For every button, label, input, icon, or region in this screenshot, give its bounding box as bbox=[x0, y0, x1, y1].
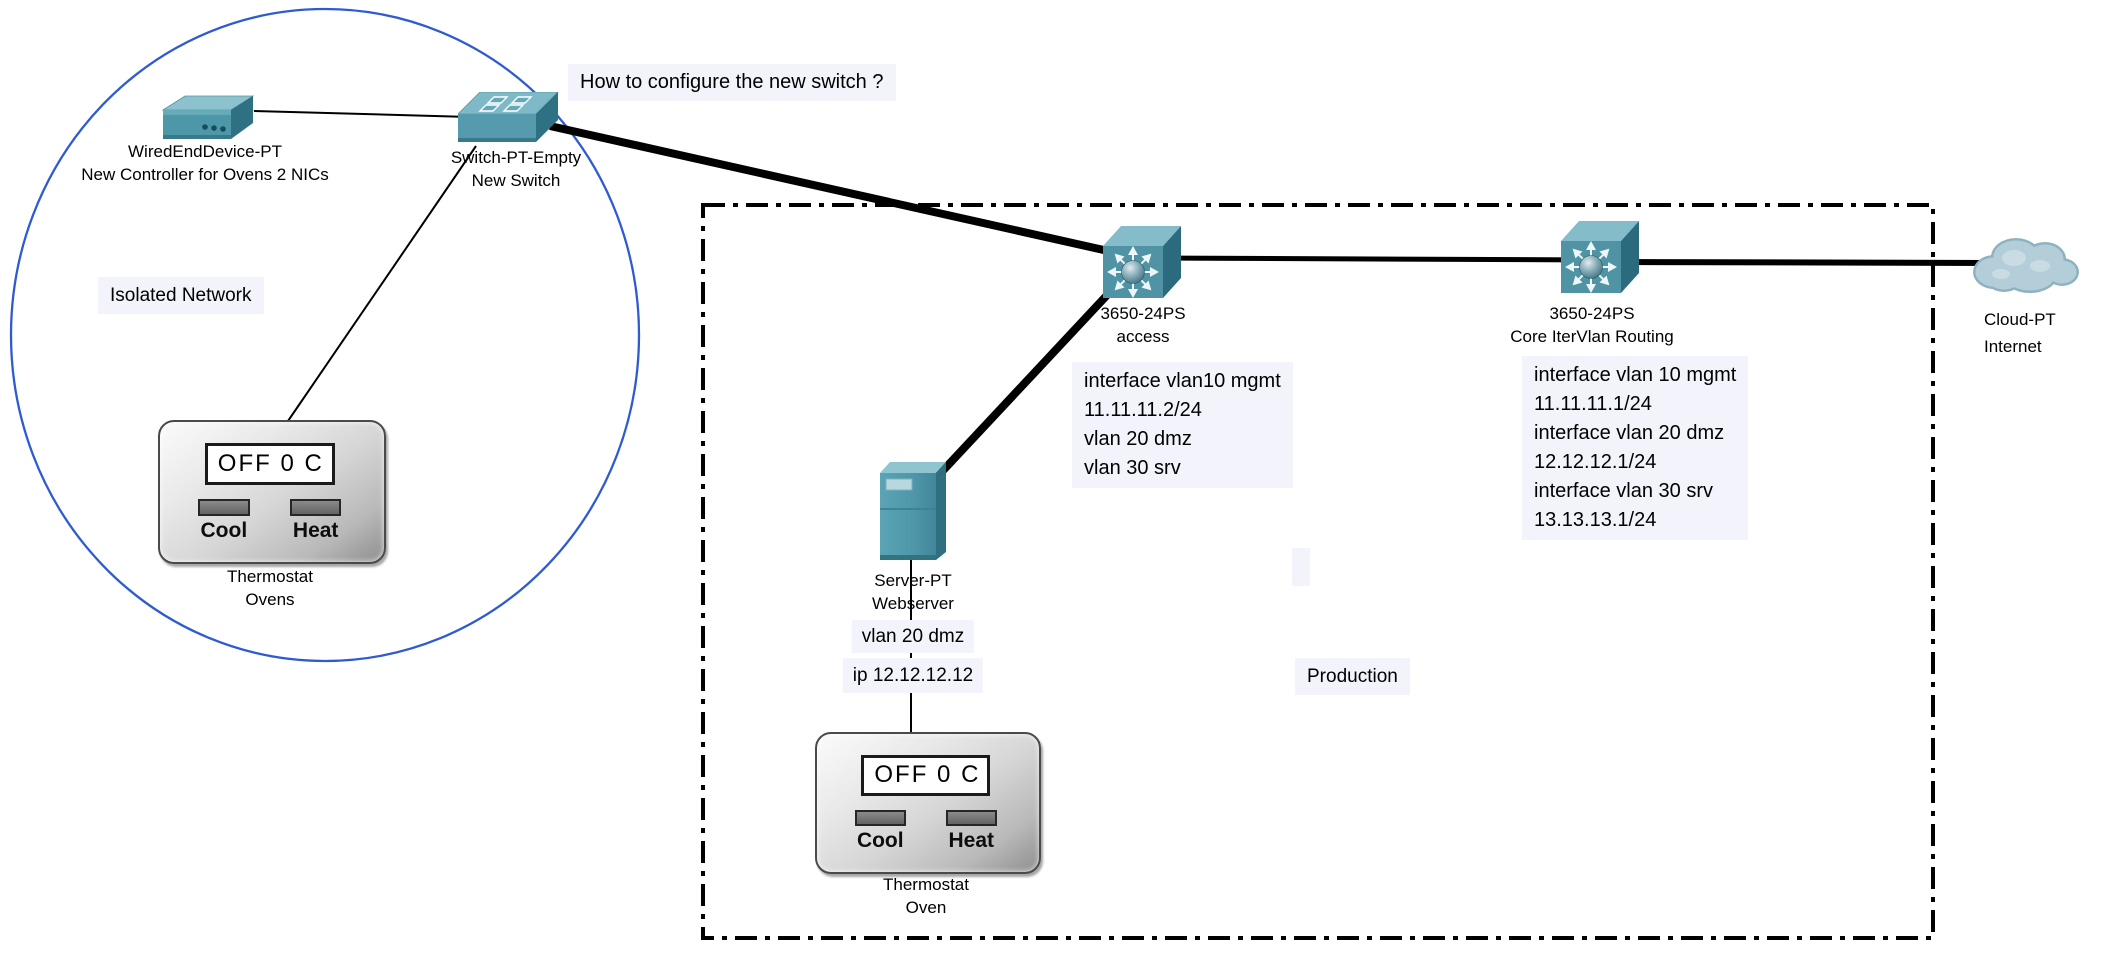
thermostat-oven-type: Thermostat bbox=[883, 875, 969, 894]
new-switch-model: Switch-PT-Empty bbox=[450, 148, 582, 167]
switch-pt-empty-icon[interactable] bbox=[458, 92, 560, 144]
thermostat-oven-label: Thermostat Oven bbox=[883, 873, 969, 919]
thermostat-oven-heat-button[interactable] bbox=[945, 809, 997, 827]
thermostat-ovens-label: Thermostat Ovens bbox=[227, 565, 313, 611]
core-switch-model: 3650-24PS bbox=[1549, 304, 1635, 323]
thermostat-ovens[interactable]: OFF 0 C Cool Heat bbox=[158, 420, 386, 564]
webserver-vlan-note: vlan 20 dmz bbox=[851, 620, 975, 653]
thermostat-ovens-name: Ovens bbox=[245, 590, 295, 609]
access-switch-icon[interactable] bbox=[1103, 226, 1181, 298]
cloud-model: Cloud-PT bbox=[1984, 310, 2056, 329]
thermostat-ovens-heat-button[interactable] bbox=[289, 499, 342, 516]
wired-end-device-icon[interactable] bbox=[155, 95, 255, 143]
webserver-ip-note: ip 12.12.12.12 bbox=[842, 658, 984, 693]
question-note: How to configure the new switch ? bbox=[568, 64, 896, 101]
cable-controller-to-new-switch[interactable] bbox=[253, 110, 471, 118]
cloud-name: Internet bbox=[1984, 337, 2042, 356]
cable-new-switch-to-access-switch[interactable] bbox=[549, 122, 1136, 261]
thermostat-oven-display: OFF 0 C bbox=[861, 754, 991, 797]
cable-access-to-core-switch[interactable] bbox=[1149, 255, 1601, 263]
cable-new-switch-to-thermostat-ovens[interactable] bbox=[287, 145, 477, 422]
webserver-model: Server-PT bbox=[874, 571, 952, 590]
new-switch-label: Switch-PT-Empty New Switch bbox=[451, 146, 581, 192]
core-switch-name: Core IterVlan Routing bbox=[1510, 327, 1674, 346]
access-switch-name: access bbox=[1116, 327, 1170, 346]
access-switch-label: 3650-24PS access bbox=[1100, 302, 1185, 348]
webserver-name: Webserver bbox=[872, 594, 954, 613]
controller-label: WiredEndDevice-PT New Controller for Ove… bbox=[81, 140, 329, 186]
core-switch-label: 3650-24PS Core IterVlan Routing bbox=[1510, 302, 1673, 348]
empty-note bbox=[1292, 548, 1310, 586]
core-switch-config-note: interface vlan 10 mgmt 11.11.11.1/24 int… bbox=[1522, 356, 1749, 540]
isolated-network-boundary-ellipse bbox=[9, 7, 641, 663]
thermostat-ovens-type: Thermostat bbox=[227, 567, 313, 586]
access-switch-config-note: interface vlan10 mgmt 11.11.11.2/24 vlan… bbox=[1072, 362, 1293, 488]
cable-core-to-cloud[interactable] bbox=[1614, 259, 1993, 266]
thermostat-oven[interactable]: OFF 0 C Cool Heat bbox=[815, 732, 1041, 874]
core-switch-icon[interactable] bbox=[1561, 221, 1639, 293]
controller-name: New Controller for Ovens 2 NICs bbox=[81, 165, 329, 184]
thermostat-ovens-cool-button[interactable] bbox=[198, 499, 250, 516]
production-boundary-rect bbox=[701, 203, 1935, 940]
new-switch-name: New Switch bbox=[471, 171, 561, 190]
isolated-network-zone-label: Isolated Network bbox=[98, 277, 264, 314]
internet-cloud-icon[interactable] bbox=[1968, 228, 2080, 298]
thermostat-ovens-display: OFF 0 C bbox=[204, 443, 335, 485]
cloud-label: Cloud-PT Internet bbox=[1984, 306, 2056, 360]
thermostat-oven-heat-label: Heat bbox=[948, 829, 995, 853]
cable-access-to-webserver[interactable] bbox=[933, 259, 1141, 481]
thermostat-ovens-heat-label: Heat bbox=[292, 518, 339, 542]
thermostat-oven-name: Oven bbox=[905, 898, 947, 917]
webserver-icon[interactable] bbox=[878, 460, 946, 562]
webserver-label: Server-PT Webserver bbox=[872, 569, 954, 615]
thermostat-oven-cool-button[interactable] bbox=[854, 809, 906, 827]
production-zone-label: Production bbox=[1295, 658, 1410, 695]
thermostat-ovens-cool-label: Cool bbox=[200, 518, 248, 542]
thermostat-oven-cool-label: Cool bbox=[856, 829, 904, 853]
controller-model: WiredEndDevice-PT bbox=[128, 142, 282, 161]
access-switch-model: 3650-24PS bbox=[1100, 304, 1186, 323]
